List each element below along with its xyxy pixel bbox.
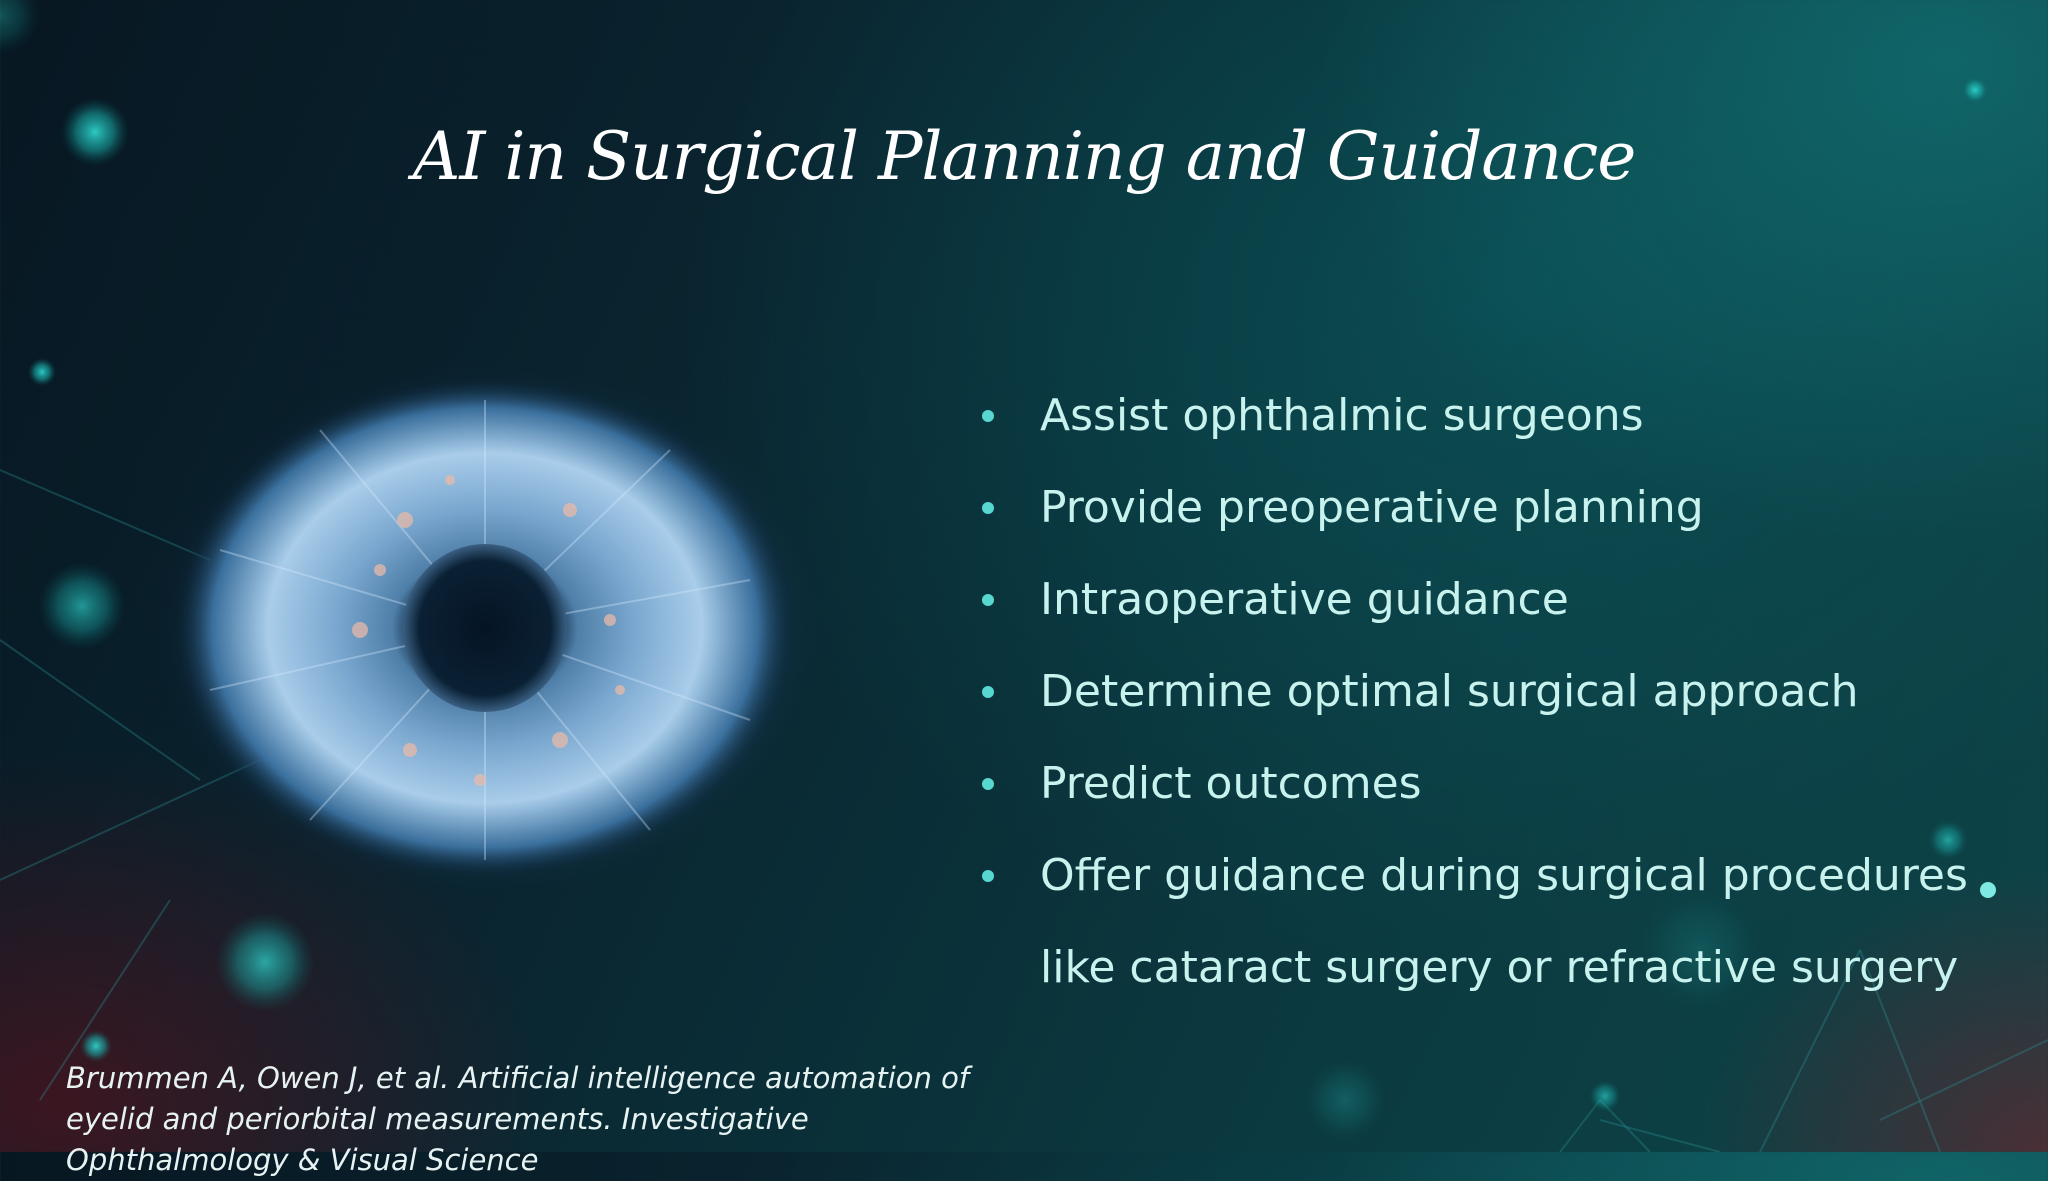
bullet-text: Assist ophthalmic surgeons [1040, 390, 1644, 441]
bullet-text: Determine optimal surgical approach [1040, 666, 1859, 717]
citation-line: Brummen A, Owen J, et al. Artificial int… [66, 1061, 970, 1095]
slide-title: AI in Surgical Planning and Guidance [412, 118, 1637, 195]
bullet-list: Assist ophthalmic surgeons Provide preop… [970, 370, 2030, 1014]
bullet-icon [982, 410, 994, 422]
list-item: Determine optimal surgical approach [970, 646, 2030, 738]
bullet-text: Provide preoperative planning [1040, 482, 1704, 533]
citation-line: Ophthalmology & Visual Science [66, 1143, 539, 1177]
citation-line: eyelid and periorbital measurements. Inv… [66, 1102, 809, 1136]
eye-iris-illustration-icon [150, 360, 830, 900]
background-decoration [0, 0, 2048, 1152]
list-item: Provide preoperative planning [970, 462, 2030, 554]
bullet-icon [982, 778, 994, 790]
bullet-text: Predict outcomes [1040, 758, 1422, 809]
citation: Brummen A, Owen J, et al. Artificial int… [66, 1058, 1086, 1181]
bullet-text: Offer guidance during surgical procedure… [1040, 850, 1968, 901]
bullet-icon [982, 870, 994, 882]
bullet-text: Intraoperative guidance [1040, 574, 1569, 625]
bullet-icon [982, 502, 994, 514]
list-item: Offer guidance during surgical procedure… [970, 830, 2030, 1014]
bullet-icon [982, 594, 994, 606]
bullet-text-continuation: like cataract surgery or refractive surg… [1040, 942, 1959, 993]
list-item: Intraoperative guidance [970, 554, 2030, 646]
list-item: Assist ophthalmic surgeons [970, 370, 2030, 462]
list-item: Predict outcomes [970, 738, 2030, 830]
bullet-icon [982, 686, 994, 698]
